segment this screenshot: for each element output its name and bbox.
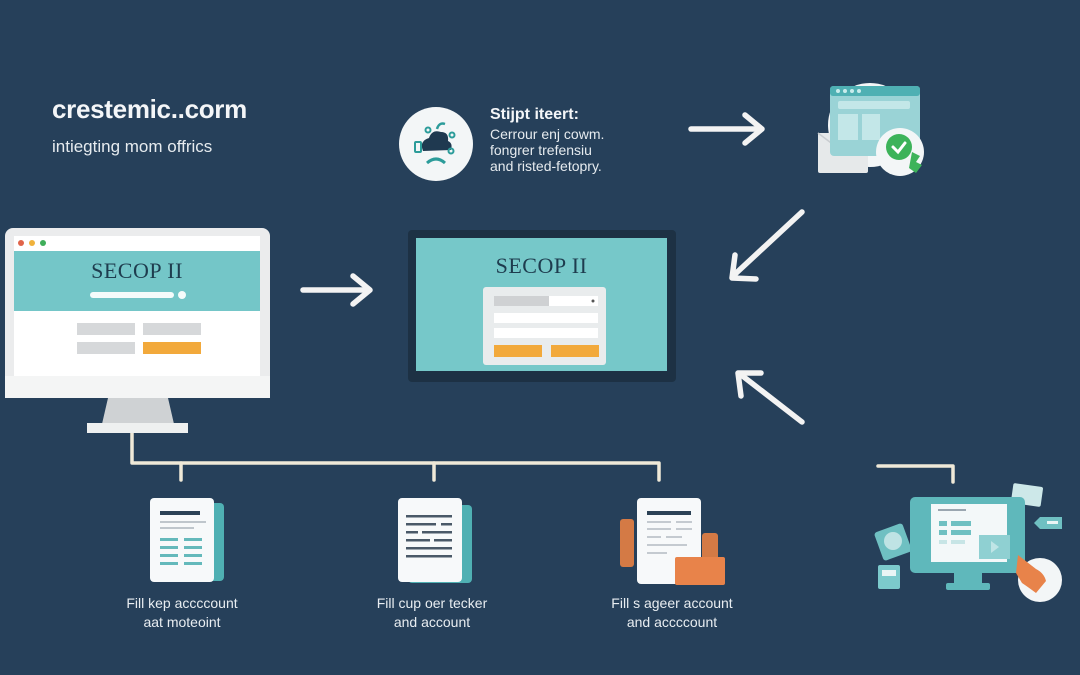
- login-button-graphic: [494, 345, 542, 357]
- caption-line: Fill cup oer tecker: [376, 595, 488, 611]
- caption-line: and account: [393, 614, 471, 630]
- arrow-right-icon: [688, 112, 765, 146]
- step-description-line: fongrer trefensiu: [490, 142, 592, 158]
- brand-tagline: intiegting mom offrics: [52, 137, 213, 156]
- brand-title: crestemic..corm: [52, 94, 247, 124]
- step-description-line: Cerrour enj cowm.: [490, 126, 605, 142]
- step-description: Cerrour enj cowm. fongrer trefensiu and …: [490, 126, 630, 174]
- hand-pointer-icon: [1016, 555, 1046, 593]
- step-title: Stijpt iteert:: [490, 106, 579, 123]
- caption-line: aat moteoint: [143, 614, 221, 630]
- caption-line: and accccount: [626, 614, 718, 630]
- window-dot-yellow: [29, 240, 35, 246]
- password-field: [494, 328, 598, 338]
- arrow-up-left-icon: [735, 370, 805, 425]
- window-dot-red: [18, 240, 24, 246]
- search-icon: [178, 291, 186, 299]
- left-site-title: SECOP II: [91, 258, 183, 283]
- arrow-right-icon: [300, 273, 373, 307]
- caption-line: Fill kep accccount: [126, 595, 238, 611]
- tree-connector: [130, 430, 661, 482]
- spreadsheet-document-icon: [150, 498, 224, 582]
- document-caption: Fill kep accccount aat moteoint: [92, 594, 272, 632]
- text-document-icon: [398, 498, 472, 583]
- folder-icon: [675, 557, 725, 585]
- check-badge-icon: [886, 134, 912, 160]
- submit-button-graphic: [143, 342, 201, 354]
- cloud-network-icon: [399, 107, 473, 181]
- arrow-down-left-icon: [729, 209, 805, 282]
- search-bar: [90, 292, 174, 298]
- document-caption: Fill cup oer tecker and account: [342, 594, 522, 632]
- document-with-folders-icon: [620, 498, 725, 585]
- center-site-title: SECOP II: [495, 253, 588, 278]
- register-button-graphic: [551, 345, 599, 357]
- step-description-line: and risted-fetopry.: [490, 158, 602, 174]
- username-field: [494, 313, 598, 323]
- tree-connector-right: [876, 464, 955, 484]
- document-caption: Fill s ageer account and accccount: [582, 594, 762, 632]
- caption-line: Fill s ageer account: [611, 595, 733, 611]
- window-dot-green: [40, 240, 46, 246]
